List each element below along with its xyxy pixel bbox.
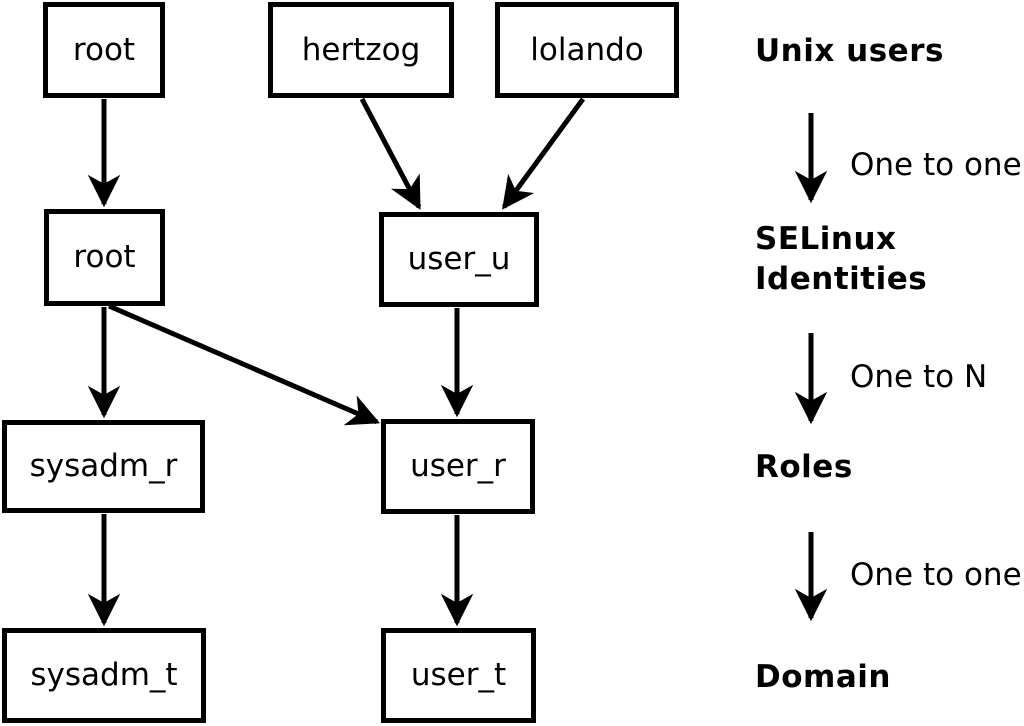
node-unix-user-lolando-label: lolando bbox=[530, 31, 644, 68]
node-role-user-r: user_r bbox=[381, 419, 535, 514]
node-role-sysadm-r-label: sysadm_r bbox=[29, 448, 178, 484]
legend-mapping-one-to-one-2: One to one bbox=[850, 557, 1022, 593]
node-domain-sysadm-t-label: sysadm_t bbox=[30, 657, 178, 693]
node-unix-user-hertzog: hertzog bbox=[268, 2, 454, 98]
node-domain-sysadm-t: sysadm_t bbox=[2, 628, 206, 723]
legend-mapping-one-to-n: One to N bbox=[850, 359, 988, 395]
node-role-sysadm-r: sysadm_r bbox=[2, 420, 205, 513]
legend-mapping-one-to-one-1: One to one bbox=[850, 147, 1022, 183]
node-selinux-identity-user-u: user_u bbox=[379, 212, 539, 307]
legend-roles: Roles bbox=[755, 449, 853, 485]
node-selinux-identity-root-label: root bbox=[73, 239, 136, 275]
node-domain-user-t: user_t bbox=[381, 628, 536, 723]
legend-selinux-identities: SELinux Identities bbox=[755, 221, 928, 297]
node-unix-user-hertzog-label: hertzog bbox=[301, 31, 421, 68]
legend-domain: Domain bbox=[755, 659, 891, 695]
node-unix-user-root: root bbox=[43, 2, 165, 98]
node-unix-user-root-label: root bbox=[72, 31, 136, 68]
edge-hertzog-to-user-u bbox=[359, 97, 422, 210]
node-selinux-identity-root: root bbox=[44, 209, 165, 306]
edge-idroot-to-user-r bbox=[108, 303, 380, 426]
node-selinux-identity-user-u-label: user_u bbox=[407, 241, 511, 277]
edge-lolando-to-user-u bbox=[501, 97, 586, 210]
node-unix-user-lolando: lolando bbox=[495, 2, 679, 98]
legend-unix-users: Unix users bbox=[755, 33, 944, 69]
node-role-user-r-label: user_r bbox=[410, 448, 506, 484]
node-domain-user-t-label: user_t bbox=[410, 657, 507, 693]
